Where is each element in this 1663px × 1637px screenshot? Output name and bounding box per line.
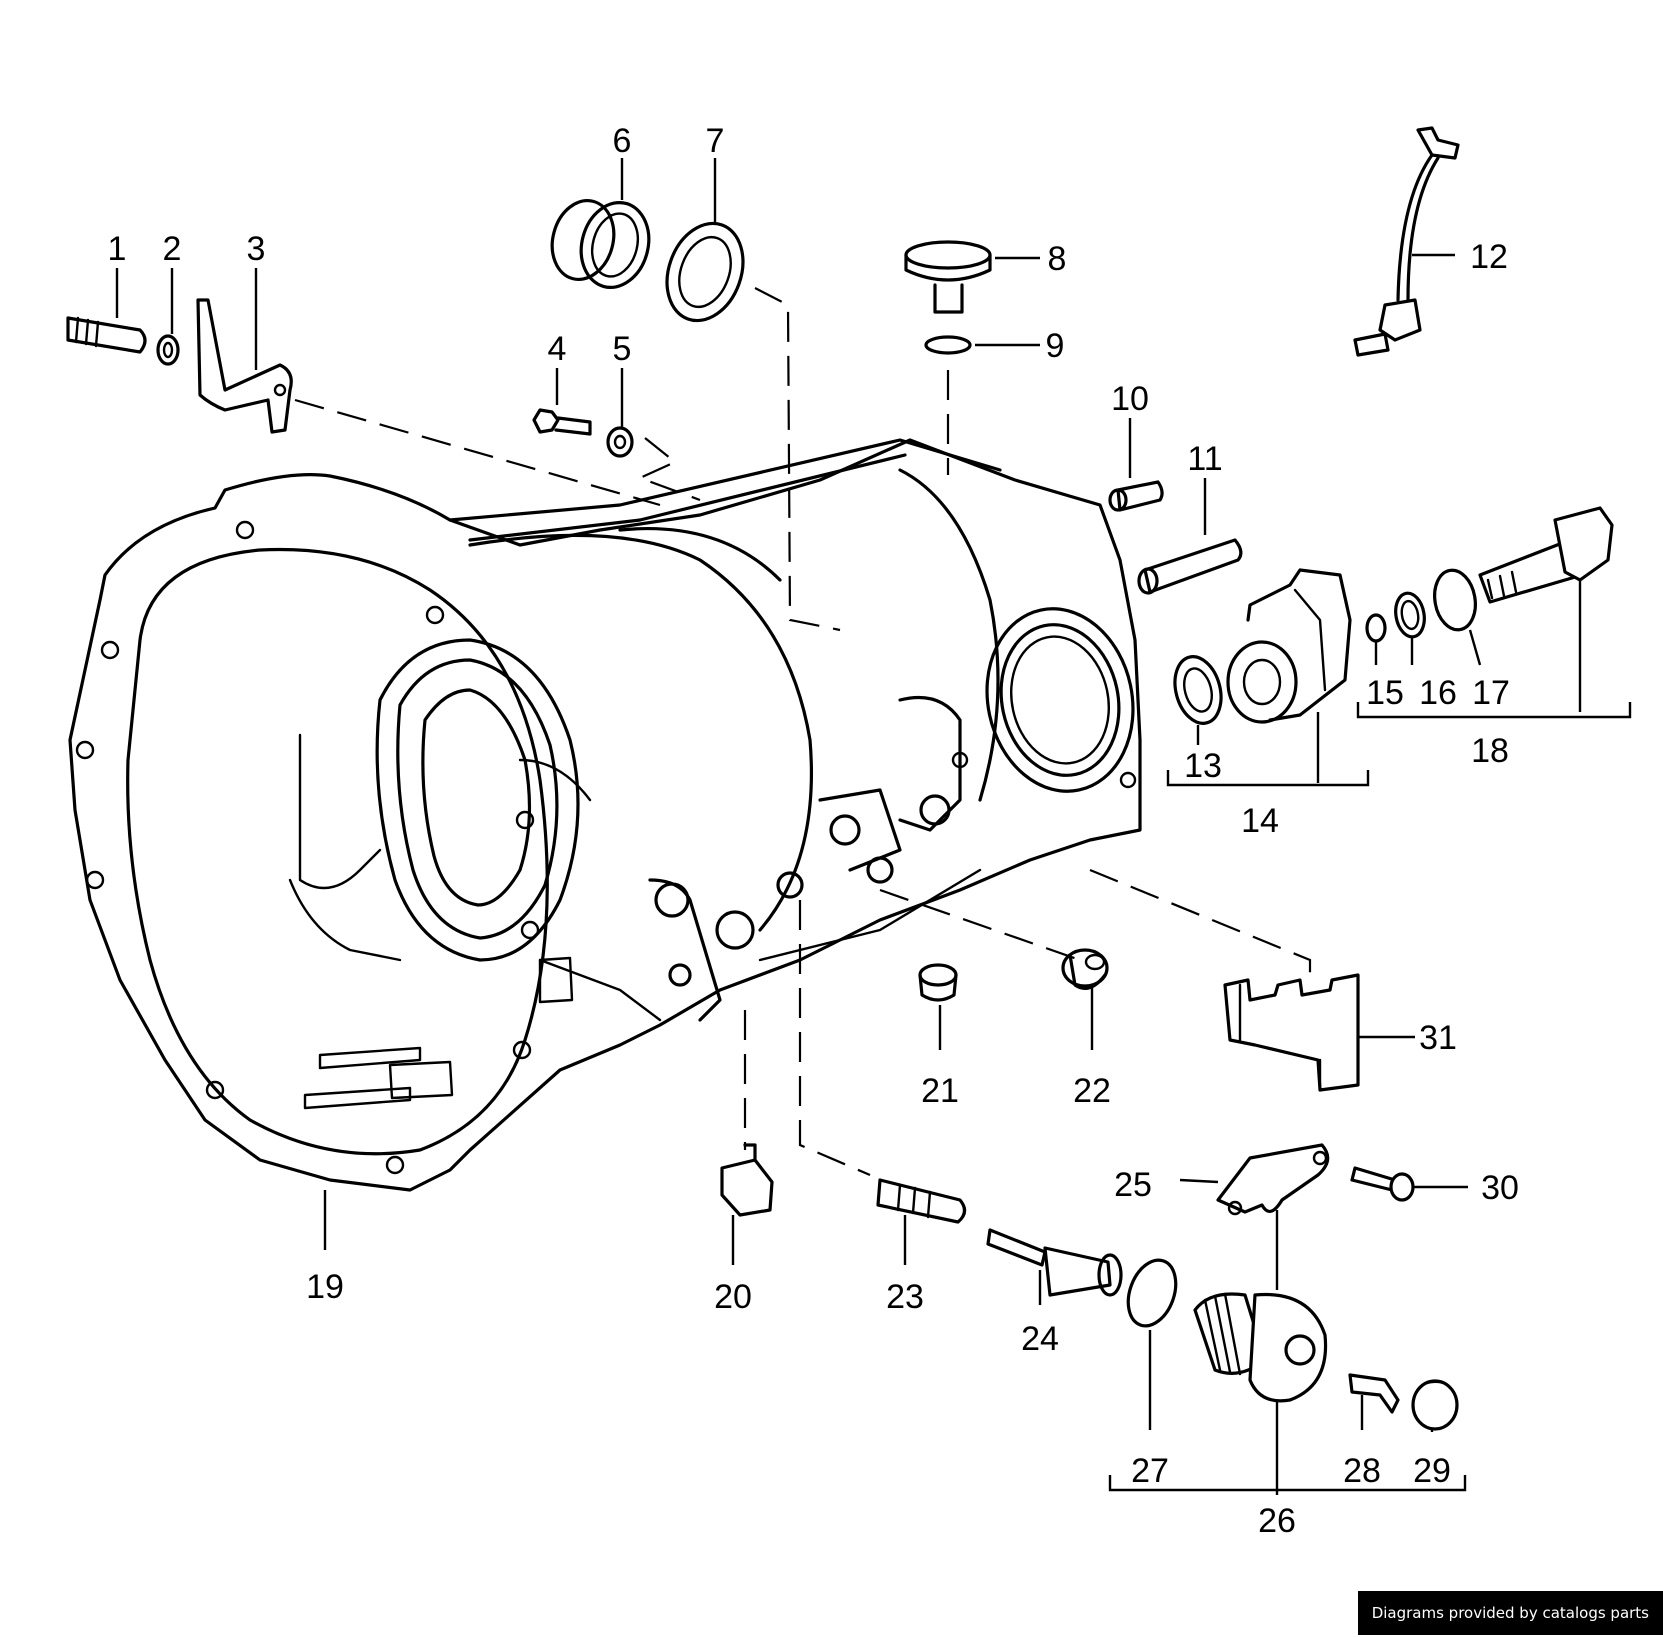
callout-31: 31 xyxy=(1419,1019,1457,1057)
callout-9: 9 xyxy=(1046,327,1065,365)
callout-27: 27 xyxy=(1131,1452,1169,1490)
callout-12: 12 xyxy=(1470,238,1508,276)
callout-4: 4 xyxy=(548,330,567,368)
callout-22: 22 xyxy=(1073,1072,1111,1110)
part-14-valve xyxy=(1226,568,1352,724)
assembly-lines xyxy=(294,287,1312,1177)
callout-14: 14 xyxy=(1241,802,1279,840)
callout-18: 18 xyxy=(1471,732,1509,770)
callout-28: 28 xyxy=(1343,1452,1381,1490)
part-17-ring xyxy=(1433,568,1477,632)
part-31-bracket xyxy=(1223,973,1360,1092)
transmission-housing xyxy=(68,438,1142,1192)
callout-5: 5 xyxy=(613,330,632,368)
callout-15: 15 xyxy=(1366,674,1404,712)
callout-13: 13 xyxy=(1184,747,1222,785)
part-30-bolt xyxy=(1350,1166,1415,1202)
part-9-o-ring xyxy=(924,335,972,355)
callout-26: 26 xyxy=(1258,1502,1296,1540)
part-12-sensor xyxy=(1353,126,1460,357)
diagram-credit: Diagrams provided by catalogs parts xyxy=(1357,1591,1663,1635)
callout-25: 25 xyxy=(1114,1166,1152,1204)
callout-29: 29 xyxy=(1413,1452,1451,1490)
part-1-stud xyxy=(66,316,147,354)
part-24-plunger xyxy=(986,1228,1123,1297)
part-23-fitting xyxy=(876,1178,967,1224)
part-21-nut xyxy=(918,963,958,1002)
part-4-bolt xyxy=(532,408,592,436)
part-11-pin xyxy=(1137,538,1243,595)
part-5-washer xyxy=(606,426,634,458)
part-18-plunger xyxy=(1478,506,1614,604)
callout-16: 16 xyxy=(1419,674,1457,712)
callout-23: 23 xyxy=(886,1278,924,1316)
callout-30: 30 xyxy=(1481,1169,1519,1207)
part-25-bracket xyxy=(1216,1143,1330,1216)
part-7-seal xyxy=(665,221,745,323)
part-2-washer xyxy=(156,334,180,366)
callout-labels: 1 2 3 4 5 6 7 8 9 10 11 12 13 14 15 16 1… xyxy=(108,122,1519,1540)
part-10-pin xyxy=(1108,480,1164,512)
callout-19: 19 xyxy=(306,1268,344,1306)
callout-11: 11 xyxy=(1187,440,1222,478)
part-13-seal xyxy=(1173,655,1223,725)
group-brackets xyxy=(1108,702,1632,1492)
callout-17: 17 xyxy=(1472,674,1510,712)
callout-24: 24 xyxy=(1021,1320,1059,1358)
part-15-ring xyxy=(1365,613,1387,643)
part-26-valve-body xyxy=(1193,1292,1328,1403)
part-20-switch xyxy=(720,1143,774,1217)
callout-6: 6 xyxy=(613,122,632,160)
part-28-pin xyxy=(1348,1373,1400,1414)
part-27-o-ring xyxy=(1126,1258,1178,1328)
callout-21: 21 xyxy=(921,1072,959,1110)
callout-8: 8 xyxy=(1048,240,1067,278)
part-3-bracket xyxy=(196,298,293,434)
callout-7: 7 xyxy=(706,122,725,160)
part-8-plug xyxy=(904,240,992,314)
callout-20: 20 xyxy=(714,1278,752,1316)
callout-1: 1 xyxy=(108,230,127,268)
part-22-bushing xyxy=(1061,948,1109,990)
callout-3: 3 xyxy=(247,230,266,268)
callout-2: 2 xyxy=(163,230,182,268)
part-16-ring xyxy=(1394,591,1426,639)
callout-10: 10 xyxy=(1111,380,1149,418)
part-29-cap xyxy=(1411,1379,1459,1431)
part-6-bushing xyxy=(550,198,651,290)
leader-lines xyxy=(115,158,1582,1495)
